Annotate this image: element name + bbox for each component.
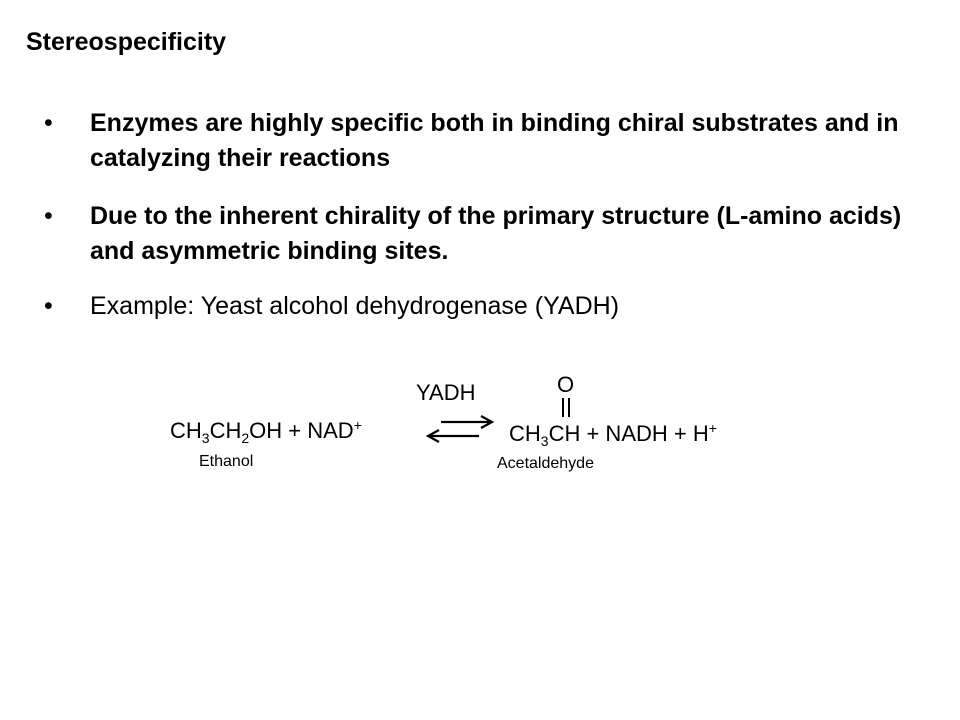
bullet-text: Enzymes are highly specific both in bind…	[90, 109, 899, 172]
bullet-text: Example: Yeast alcohol dehydrogenase (YA…	[90, 292, 620, 320]
reactant-name: Ethanol	[199, 453, 254, 470]
bullet-item: • Example: Yeast alcohol dehydrogenase (…	[44, 289, 924, 324]
reactant-charge: +	[353, 417, 362, 433]
bullet-marker: •	[44, 202, 53, 230]
reactant-ch3: CH	[170, 418, 202, 443]
reactant-sub-2: 2	[241, 430, 250, 446]
product-formula: CH3CH + NADH + H+	[509, 420, 717, 448]
bullet-marker: •	[44, 292, 53, 320]
bullet-text: Due to the inherent chirality of the pri…	[90, 202, 902, 265]
reactant-nad: + NAD	[282, 418, 354, 443]
carbonyl-oxygen: O	[557, 372, 575, 397]
double-bond-icon	[562, 398, 570, 417]
reactant-ch2: CH	[209, 418, 242, 443]
slide-title: Stereospecificity	[26, 28, 227, 56]
product-charge: +	[708, 420, 717, 436]
product-rest: + NADH + H	[580, 421, 709, 446]
product-sub-3: 3	[540, 433, 549, 449]
product-ch3: CH	[509, 421, 541, 446]
product-ch: CH	[548, 421, 581, 446]
enzyme-label: YADH	[416, 380, 476, 405]
reactant-sub-3: 3	[201, 430, 210, 446]
bullet-item: • Enzymes are highly specific both in bi…	[44, 106, 924, 176]
reactant-oh: OH	[249, 418, 283, 443]
product-name: Acetaldehyde	[497, 455, 594, 472]
bullet-item: • Due to the inherent chirality of the p…	[44, 199, 924, 269]
reactant-formula: CH3CH2OH + NAD+	[170, 417, 362, 445]
bullet-marker: •	[44, 109, 53, 137]
equilibrium-arrows-icon	[425, 415, 495, 443]
